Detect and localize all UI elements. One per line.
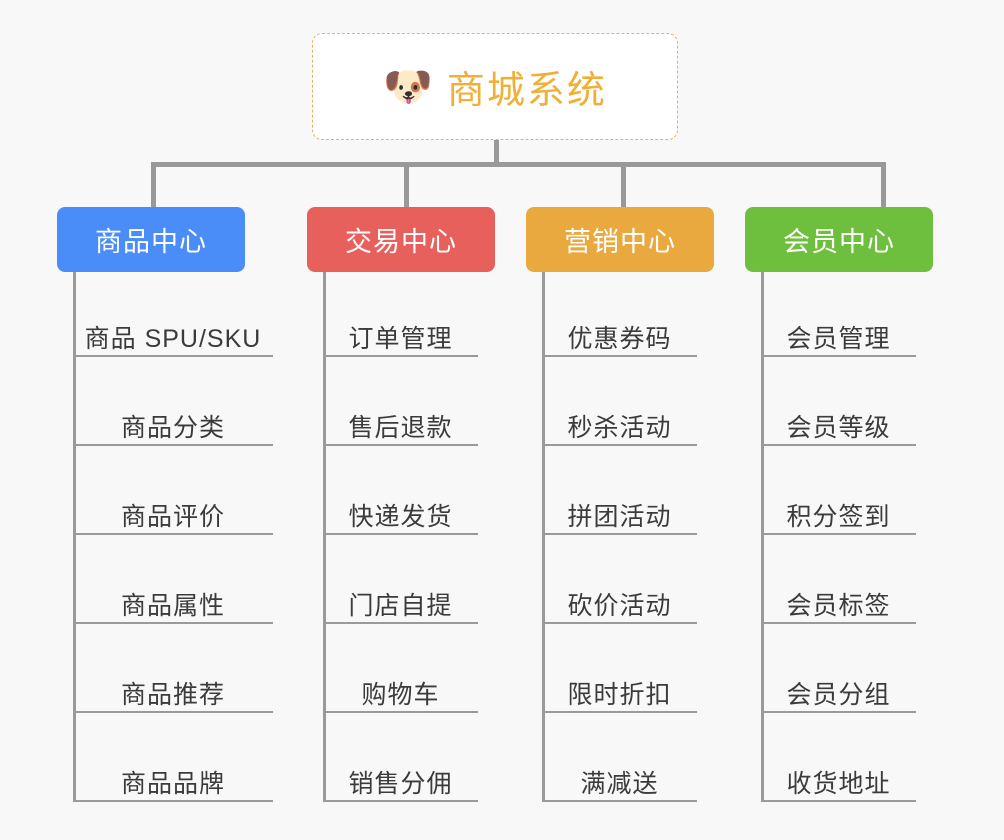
leaf-item[interactable]: 限时折扣	[542, 660, 697, 713]
leaf-item-label: 商品评价	[120, 502, 225, 531]
leaf-item[interactable]: 会员标签	[761, 571, 916, 624]
category-header-label: 营销中心	[564, 227, 676, 257]
leaf-item[interactable]: 秒杀活动	[542, 393, 697, 446]
leaf-item-label: 会员等级	[786, 413, 891, 442]
root-node[interactable]: 🐶 商城系统	[312, 33, 678, 140]
leaf-item-label: 收货地址	[786, 769, 891, 798]
leaf-item[interactable]: 会员管理	[761, 304, 916, 357]
leaf-item-label: 限时折扣	[567, 680, 672, 709]
leaf-item[interactable]: 拼团活动	[542, 482, 697, 535]
branch-trunk-member	[761, 272, 764, 802]
leaf-item[interactable]: 商品评价	[73, 482, 273, 535]
leaf-item-label: 售后退款	[348, 413, 453, 442]
leaf-item-label: 门店自提	[348, 591, 453, 620]
category-header-label: 交易中心	[345, 227, 457, 257]
leaf-item-label: 优惠券码	[567, 324, 672, 353]
leaf-item[interactable]: 门店自提	[323, 571, 478, 624]
leaf-item-label: 商品推荐	[120, 680, 225, 709]
leaf-item-label: 砍价活动	[567, 591, 672, 620]
category-header-product[interactable]: 商品中心	[57, 207, 245, 272]
branch-trunk-product	[73, 272, 76, 802]
root-connector-stem	[494, 140, 499, 165]
connector-drop-marketing	[621, 162, 626, 209]
category-header-trade[interactable]: 交易中心	[307, 207, 495, 272]
leaf-item-label: 订单管理	[348, 324, 453, 353]
leaf-item[interactable]: 商品分类	[73, 393, 273, 446]
leaf-item[interactable]: 销售分佣	[323, 749, 478, 802]
leaf-item-label: 商品属性	[120, 591, 225, 620]
leaf-item-label: 快递发货	[348, 502, 453, 531]
leaf-item[interactable]: 砍价活动	[542, 571, 697, 624]
leaf-item[interactable]: 积分签到	[761, 482, 916, 535]
leaf-item[interactable]: 商品推荐	[73, 660, 273, 713]
root-title: 商城系统	[446, 70, 607, 112]
connector-drop-member	[881, 162, 886, 209]
connector-drop-product	[151, 162, 156, 209]
leaf-item[interactable]: 会员等级	[761, 393, 916, 446]
leaf-item[interactable]: 会员分组	[761, 660, 916, 713]
leaf-item-label: 商品品牌	[120, 769, 225, 798]
shiba-dog-emoji-icon: 🐶	[383, 64, 433, 109]
category-header-member[interactable]: 会员中心	[745, 207, 933, 272]
leaf-item-label: 满减送	[580, 769, 659, 798]
category-header-label: 商品中心	[95, 227, 207, 257]
connector-drop-trade	[404, 162, 409, 209]
branch-trunk-trade	[323, 272, 326, 802]
leaf-item[interactable]: 商品属性	[73, 571, 273, 624]
leaf-item[interactable]: 售后退款	[323, 393, 478, 446]
leaf-item-label: 商品 SPU/SKU	[84, 324, 262, 353]
category-header-marketing[interactable]: 营销中心	[526, 207, 714, 272]
leaf-item-label: 积分签到	[786, 502, 891, 531]
leaf-item-label: 秒杀活动	[567, 413, 672, 442]
leaf-item-label: 会员分组	[786, 680, 891, 709]
leaf-item[interactable]: 订单管理	[323, 304, 478, 357]
leaf-item-label: 会员管理	[786, 324, 891, 353]
leaf-item-label: 拼团活动	[567, 502, 672, 531]
leaf-item-label: 购物车	[361, 680, 440, 709]
leaf-item[interactable]: 商品品牌	[73, 749, 273, 802]
category-header-label: 会员中心	[783, 227, 895, 257]
leaf-item[interactable]: 快递发货	[323, 482, 478, 535]
leaf-item-label: 销售分佣	[348, 769, 453, 798]
leaf-item[interactable]: 购物车	[323, 660, 478, 713]
root-connector-bus	[151, 162, 886, 167]
leaf-item[interactable]: 满减送	[542, 749, 697, 802]
leaf-item-label: 商品分类	[120, 413, 225, 442]
leaf-item[interactable]: 收货地址	[761, 749, 916, 802]
branch-trunk-marketing	[542, 272, 545, 802]
leaf-item-label: 会员标签	[786, 591, 891, 620]
leaf-item[interactable]: 优惠券码	[542, 304, 697, 357]
leaf-item[interactable]: 商品 SPU/SKU	[73, 304, 273, 357]
